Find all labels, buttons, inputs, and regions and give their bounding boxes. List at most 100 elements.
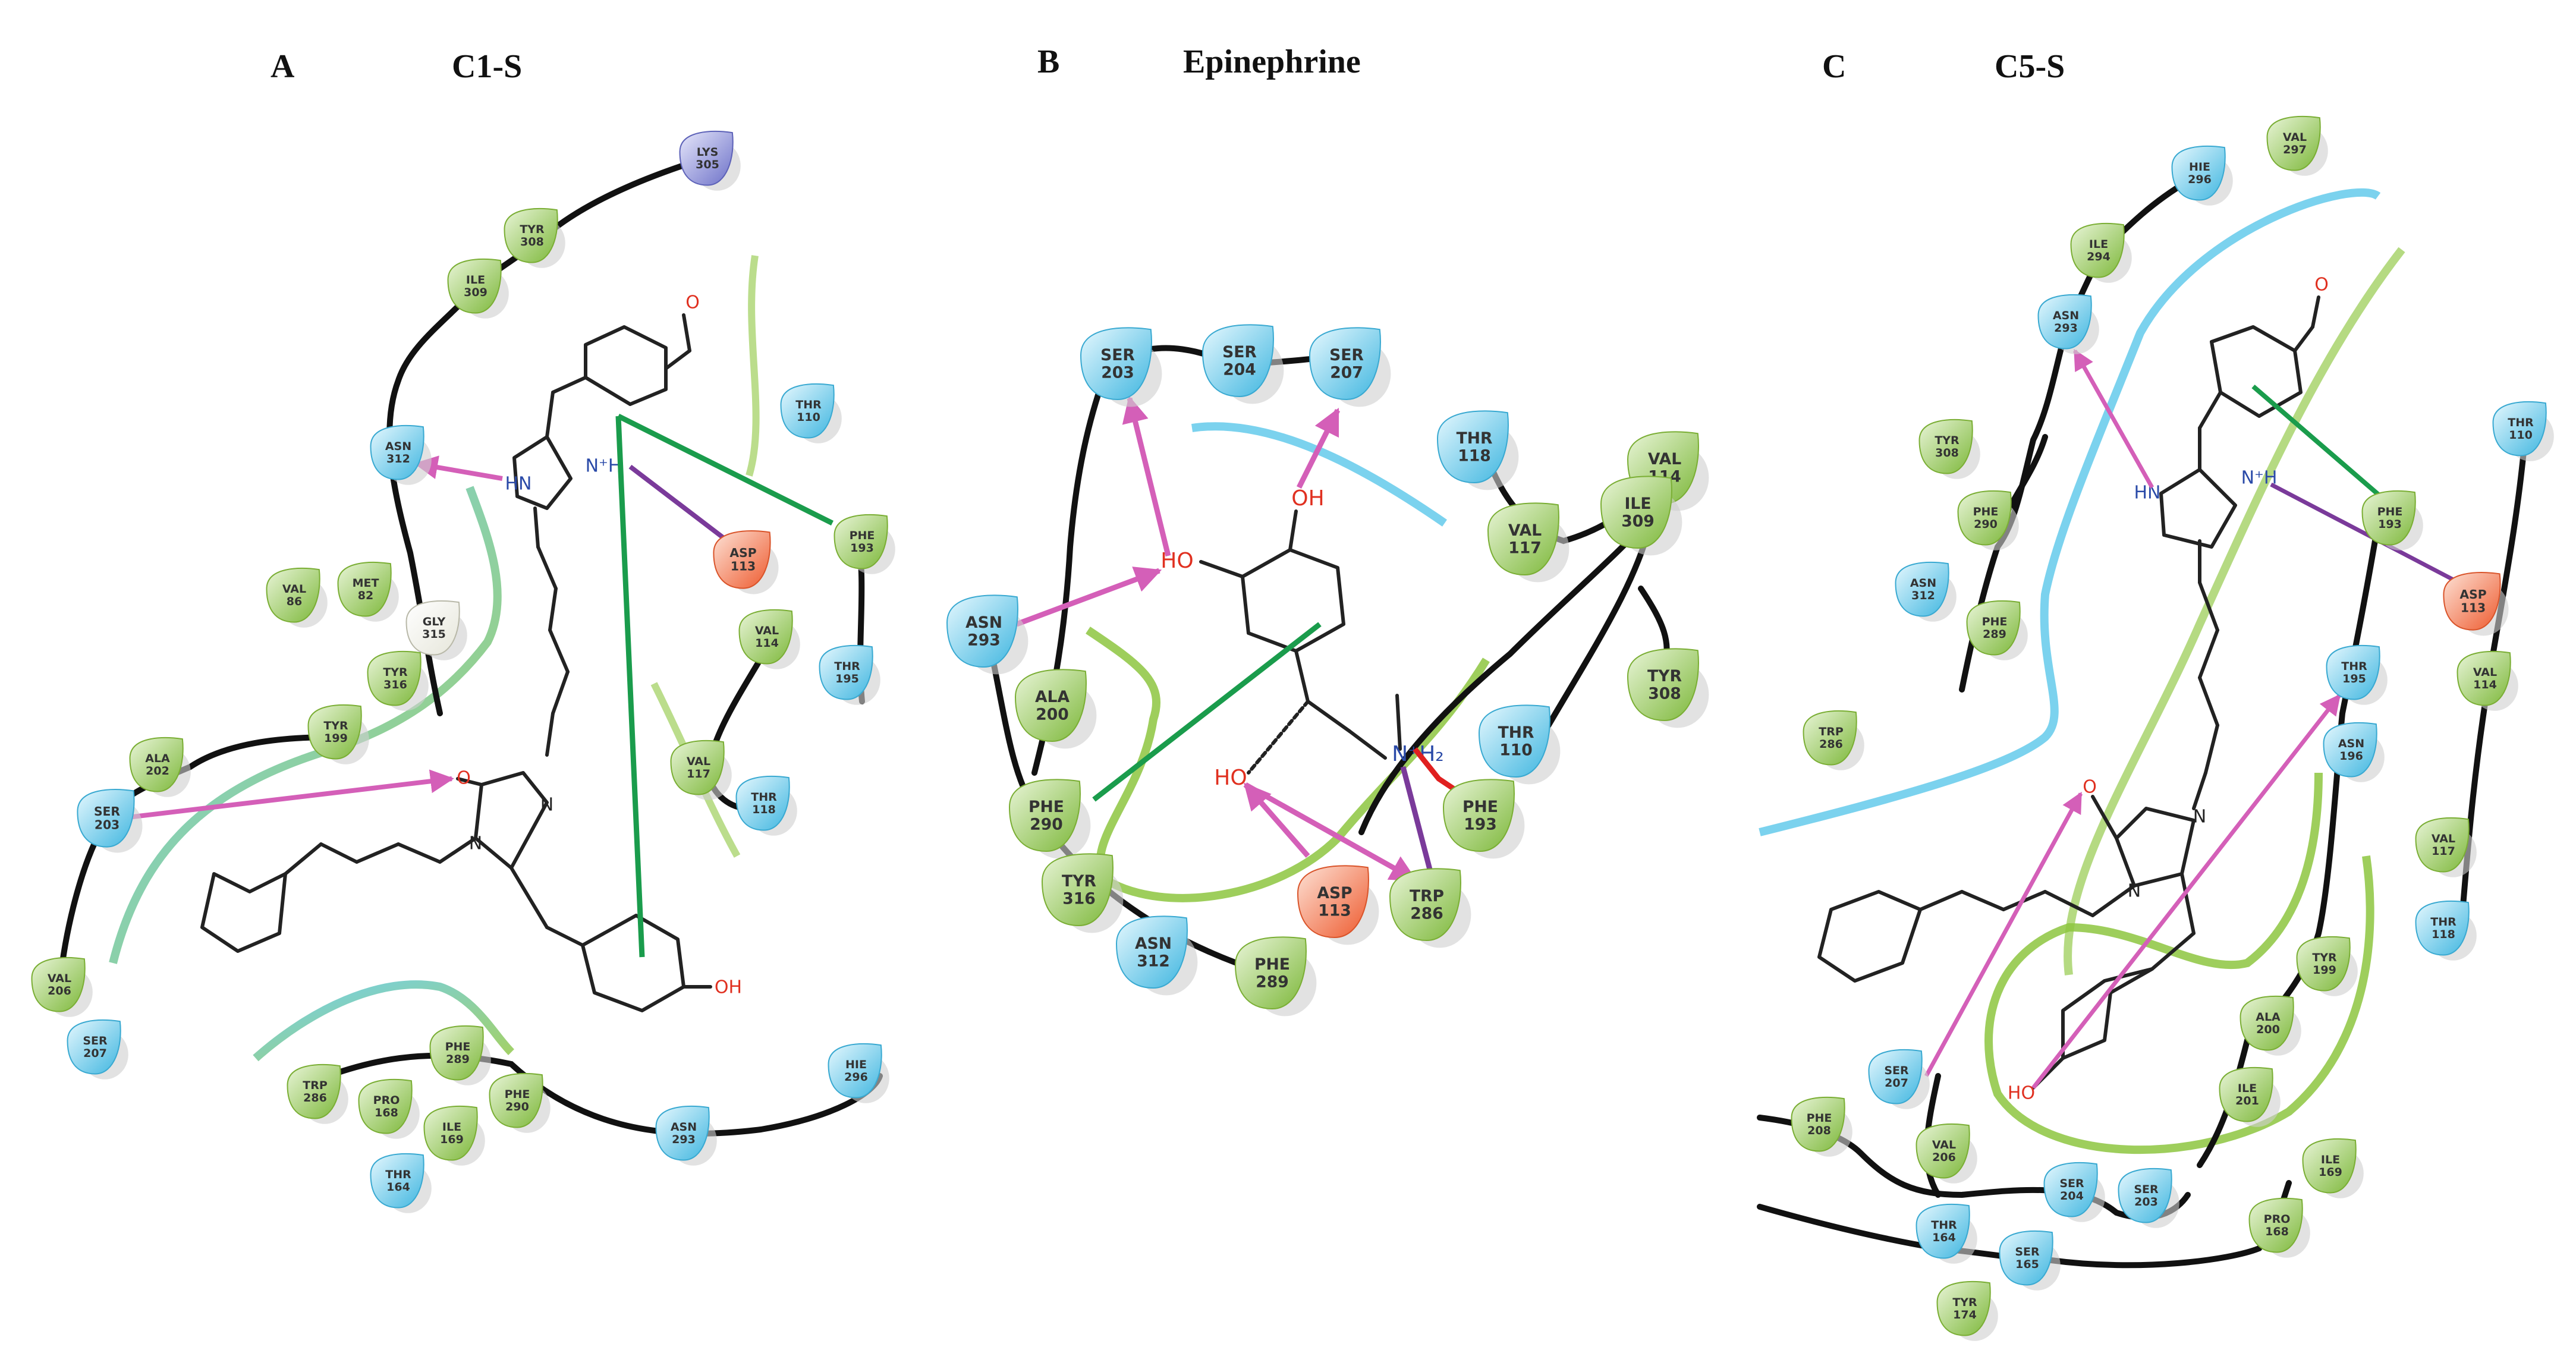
- residue-marker: [77, 789, 135, 848]
- residue-number-label: 164: [1932, 1231, 1956, 1244]
- residue-marker: [429, 1025, 484, 1081]
- residue-name-label: HIE: [845, 1058, 867, 1071]
- imidazoline-ring: [2159, 468, 2237, 549]
- residue-layer: LYS305TYR308ILE309ASN312THR110PHE193ASP1…: [31, 116, 2554, 1341]
- residue-name-label: THR: [2341, 660, 2367, 673]
- panel-c-letter: C: [1822, 48, 1846, 85]
- bond: [548, 628, 570, 674]
- residue-marker: [833, 514, 888, 569]
- bond: [456, 777, 483, 786]
- residue-marker: [655, 1106, 710, 1161]
- residue-marker: [2457, 651, 2511, 706]
- bond: [2198, 628, 2219, 679]
- residue-marker: [1014, 669, 1087, 742]
- residue-marker: [2043, 1162, 2098, 1217]
- residue-marker: [2219, 1067, 2273, 1122]
- residue-name-label: ASN: [671, 1121, 697, 1134]
- residue-marker: [2070, 223, 2125, 278]
- residue-name-label: ASP: [1317, 884, 1352, 902]
- residue-number-label: 296: [844, 1071, 868, 1084]
- residue-number-label: 169: [2319, 1166, 2342, 1179]
- residue-marker: [738, 609, 793, 665]
- residue-name-label: ILE: [442, 1121, 461, 1134]
- residue-name-label: ILE: [2089, 238, 2108, 251]
- residue-number-label: 312: [1137, 952, 1170, 970]
- residue-marker: [1436, 410, 1509, 484]
- residue-marker: [1803, 710, 1857, 766]
- bond: [2192, 771, 2207, 810]
- residue-number-label: 207: [1330, 363, 1363, 382]
- residue-marker: [735, 776, 790, 831]
- residue-name-label: PHE: [1807, 1112, 1832, 1125]
- bond: [1306, 700, 1351, 733]
- residue-marker: [2326, 645, 2380, 700]
- residue-name-label: VAL: [2473, 666, 2497, 679]
- residue-name-label: VAL: [1648, 450, 1681, 468]
- h-bond-arrow: [127, 769, 454, 820]
- residue-name-label: SER: [2059, 1177, 2084, 1190]
- panel-c-title: C5-S: [1995, 48, 2065, 85]
- panel-a-letter: A: [271, 48, 295, 85]
- residue-name-label: THR: [2508, 416, 2534, 429]
- atom-oh-label: OH: [1291, 486, 1324, 511]
- residue-number-label: 204: [1223, 360, 1256, 379]
- residue-marker: [670, 740, 725, 795]
- residue-name-label: VAL: [755, 624, 779, 637]
- residue-name-label: ASN: [1910, 577, 1936, 590]
- residue-marker: [423, 1106, 478, 1161]
- bond: [545, 926, 584, 947]
- residue-name-label: PHE: [850, 529, 875, 542]
- residue-number-label: 168: [375, 1106, 398, 1119]
- residue-name-label: THR: [1498, 723, 1534, 742]
- bond: [1288, 509, 1298, 552]
- bond: [1294, 649, 1310, 703]
- residue-name-label: ASP: [729, 546, 756, 560]
- bond: [2091, 884, 2136, 917]
- residue-marker: [1627, 648, 1699, 722]
- residue-marker: [67, 1019, 121, 1075]
- residue-number-label: 290: [1974, 518, 1998, 531]
- residue-marker: [1389, 868, 1461, 942]
- residue-number-label: 199: [324, 732, 348, 745]
- residue-number-label: 86: [287, 595, 302, 608]
- atom-oxygen-label: O: [2083, 777, 2097, 798]
- panel-a-header: A C1-S: [271, 48, 522, 85]
- residue-marker: [367, 651, 422, 706]
- residue-number-label: 199: [2313, 964, 2336, 977]
- pocket-contour: [253, 980, 515, 1062]
- residue-name-label: ASN: [2338, 737, 2364, 750]
- residue-number-label: 82: [358, 589, 373, 602]
- residue-marker: [2302, 1138, 2357, 1194]
- residue-marker: [370, 425, 424, 480]
- residue-marker: [405, 600, 460, 656]
- residue-number-label: 201: [2235, 1094, 2259, 1107]
- bond: [2091, 795, 2118, 840]
- residue-number-label: 118: [1458, 446, 1491, 465]
- residue-marker: [287, 1064, 341, 1119]
